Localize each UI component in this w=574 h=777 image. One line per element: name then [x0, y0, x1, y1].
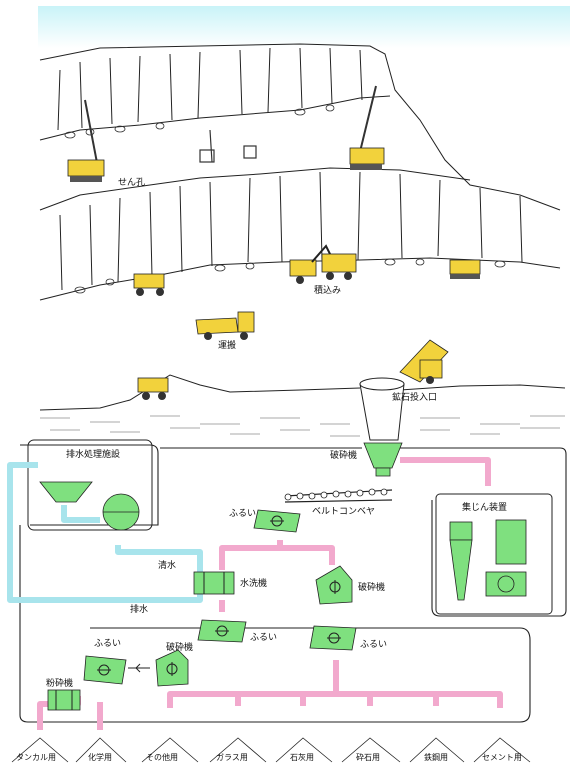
wastewater-facility-label: 排水処理施設 [66, 448, 120, 460]
quarry-benches [39, 43, 566, 411]
product-piles [11, 737, 531, 763]
product-label: タンカル用 [16, 753, 56, 762]
product-label: セメント用 [482, 753, 522, 762]
product-label: その他用 [146, 752, 178, 762]
process-frame [19, 444, 567, 723]
product-labels: タンカル用 化学用 その他用 ガラス用 石灰用 砕石用 鉄鋼用 セメント用 [16, 752, 522, 762]
washer [193, 571, 235, 595]
belt-conveyor [284, 488, 393, 503]
pulverizer [47, 689, 81, 711]
pulverizer-label: 粉砕機 [46, 677, 73, 689]
ore-pass-label: 鉱石投入口 [392, 391, 437, 403]
product-label: ガラス用 [216, 752, 248, 762]
crusher-right [315, 565, 353, 605]
dozer-right [449, 259, 481, 279]
crusher-top-label: 破砕機 [330, 449, 357, 461]
loading-label: 積込み [314, 284, 341, 296]
crusher-left-label: 破砕機 [166, 641, 193, 653]
wastewater-facility-box [27, 439, 153, 531]
dust-collector-box [435, 493, 553, 615]
drill-small [199, 129, 257, 163]
sieve-top [253, 509, 301, 533]
product-label: 化学用 [88, 752, 112, 762]
product-label: 石灰用 [290, 752, 314, 762]
drill-rig-right [349, 85, 385, 170]
product-label: 砕石用 [356, 752, 380, 762]
loader-left [133, 273, 165, 296]
product-label: 鉄鋼用 [424, 752, 448, 762]
sieve-mid-label: ふるい [250, 632, 277, 643]
crusher-right-label: 破砕機 [358, 581, 385, 593]
settling-tank [39, 481, 140, 531]
primary-crusher [363, 442, 403, 477]
excavator-loading [289, 244, 357, 284]
ore-pass [359, 377, 405, 441]
hauling-label: 運搬 [218, 339, 236, 351]
cyan-water-pipes [7, 462, 203, 603]
sieve-top-label: ふるい [229, 508, 256, 519]
sieve-right [309, 625, 357, 651]
sieve-left-label: ふるい [94, 638, 121, 649]
haul-truck [195, 311, 255, 340]
washer-label: 水洗機 [240, 577, 267, 589]
loader-bottom [137, 377, 169, 400]
sieve-right-label: ふるい [360, 639, 387, 650]
cyclone [449, 519, 527, 601]
pink-pipes [37, 457, 503, 730]
belt-conveyor-label: ベルトコンベヤ [312, 507, 375, 517]
drain-water-label: 排水 [130, 603, 148, 615]
drilling-label: せん孔 [118, 177, 145, 188]
rubble [64, 104, 506, 294]
dust-collector-label: 集じん装置 [462, 501, 507, 513]
dump-truck-unloading [399, 339, 449, 384]
sieve-mid [197, 619, 247, 643]
sieve-left [83, 655, 127, 685]
drill-rig-left [67, 99, 105, 182]
ground-texture [40, 415, 565, 437]
crusher-left [155, 649, 189, 687]
clean-water-label: 清水 [158, 559, 176, 571]
sky [38, 6, 570, 48]
